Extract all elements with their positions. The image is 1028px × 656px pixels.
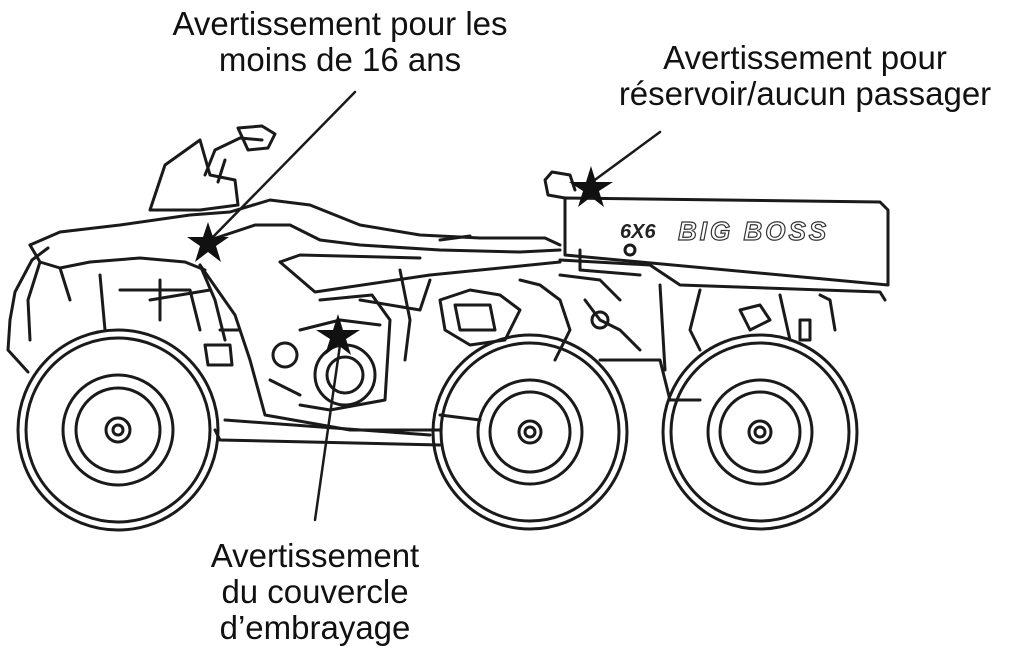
front-body xyxy=(6,198,562,374)
warning-star-tank xyxy=(569,166,613,207)
seat-and-tank xyxy=(208,223,562,294)
middle-wheel xyxy=(431,333,629,531)
warning-star-under16 xyxy=(187,222,229,262)
callout-line: moins de 16 ans xyxy=(218,41,462,78)
callout-clutch-cover-warning: Avertissement du couvercle d’embrayage xyxy=(150,538,480,646)
callout-line: Avertissement xyxy=(210,537,420,574)
callout-line: d’embrayage xyxy=(219,609,411,646)
warning-star-clutch xyxy=(316,314,360,355)
callout-line: Avertissement pour xyxy=(663,39,947,76)
handlebar xyxy=(148,124,277,212)
callout-under16-warning: Avertissement pour les moins de 16 ans xyxy=(140,6,540,78)
callout-tank-no-passenger-warning: Avertissement pour réservoir/aucun passa… xyxy=(585,40,1025,112)
callout-line: Avertissement pour les xyxy=(172,5,508,42)
cargo-box xyxy=(543,170,890,402)
leader-line-clutch xyxy=(313,343,342,522)
decal-model: 6X6 xyxy=(620,221,656,243)
callout-line: réservoir/aucun passager xyxy=(618,75,992,112)
rear-wheel xyxy=(661,333,859,531)
decal-name: BIG BOSS xyxy=(678,216,829,246)
leader-line-under16 xyxy=(210,90,357,240)
callout-line: du couvercle xyxy=(221,573,409,610)
front-wheel xyxy=(16,328,220,532)
leader-line-tank xyxy=(590,130,662,184)
